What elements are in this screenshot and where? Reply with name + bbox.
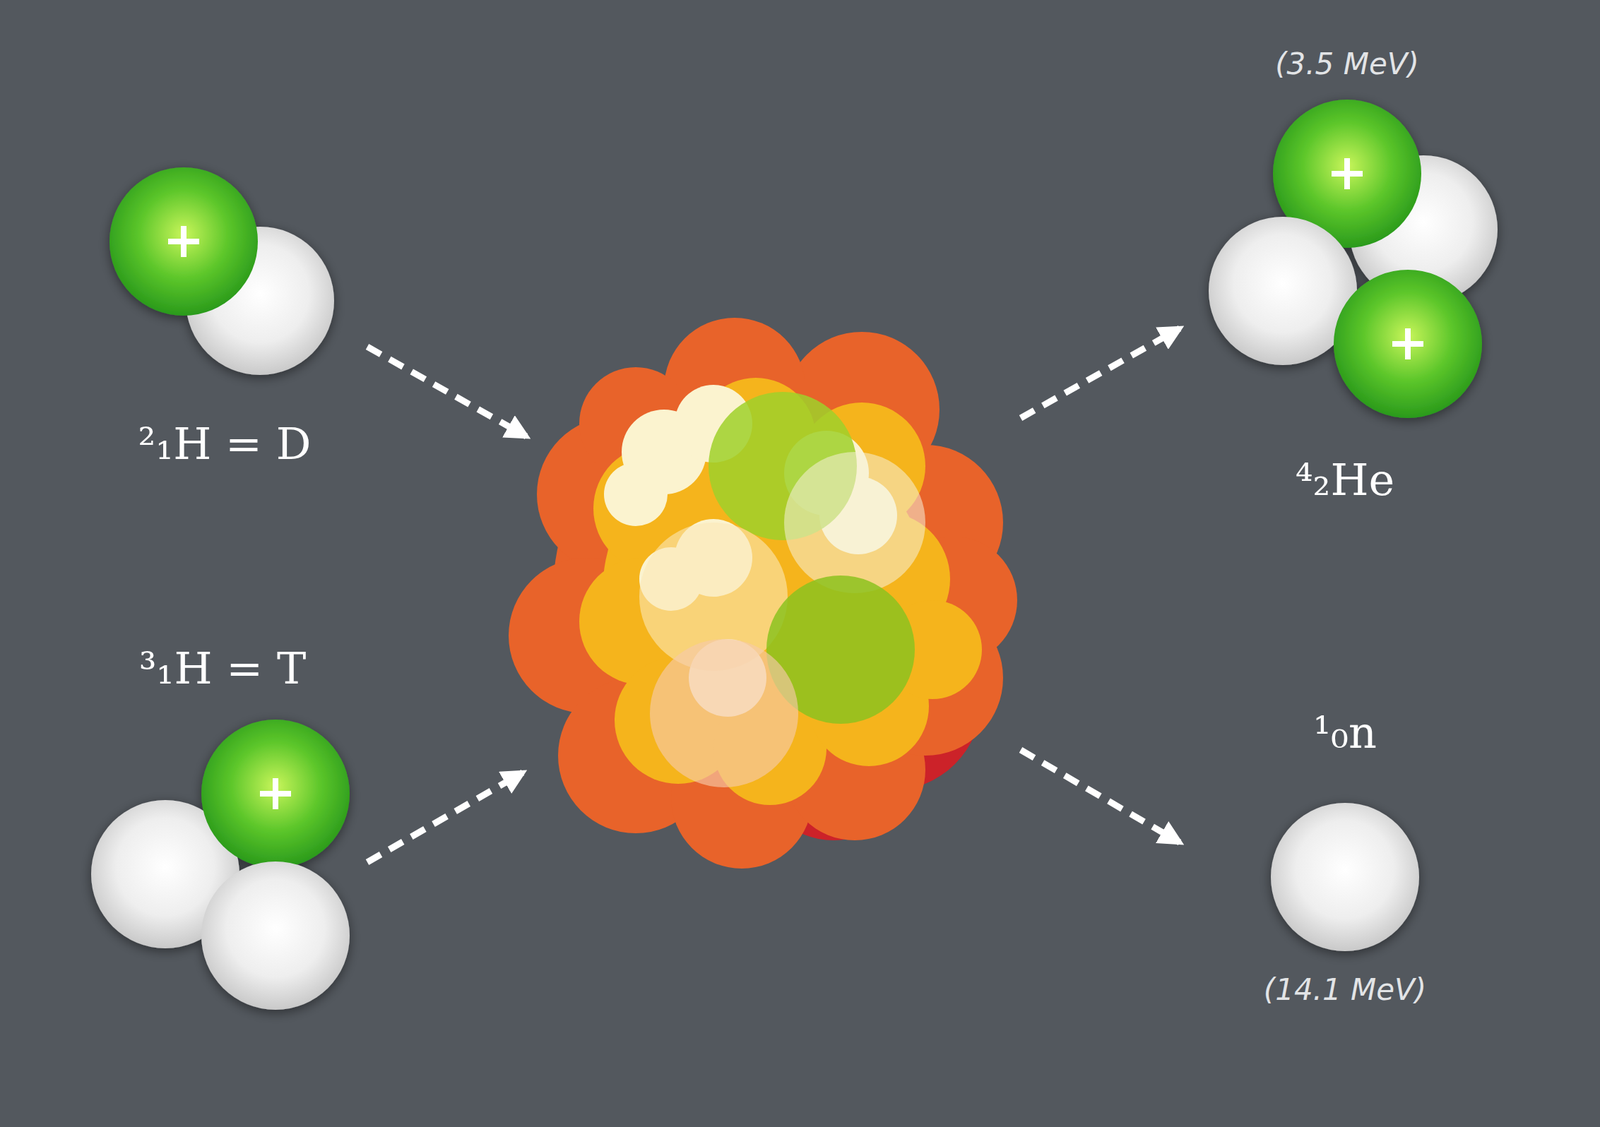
tritium-node: ³₁H = T [84, 635, 354, 1018]
dashed-arrow [1020, 750, 1180, 843]
nuclide-label: ³₁H = T [139, 642, 307, 695]
helium-node: (3.5 MeV) ⁴₂He [1193, 35, 1505, 523]
deuterium-nucleus [109, 167, 335, 376]
nuclide-label: ²₁H = D [138, 418, 312, 470]
dashed-arrow [367, 772, 523, 863]
energy-label: (3.5 MeV) [1275, 46, 1420, 82]
tritium-nucleus [91, 719, 350, 1011]
dashed-arrow [1020, 328, 1180, 419]
dashed-arrow [367, 346, 527, 437]
nuclide-label: ⁴₂He [1295, 454, 1395, 506]
reaction-arrows [367, 328, 1180, 863]
energy-label: (14.1 MeV) [1263, 972, 1427, 1008]
neutron-node: ¹₀n (14.1 MeV) [1257, 699, 1434, 1018]
fusion-explosion [508, 317, 1018, 869]
helium-nucleus [1208, 99, 1498, 419]
neutron [1270, 803, 1420, 952]
nuclide-label: ¹₀n [1313, 707, 1377, 759]
deuterium-node: ²₁H = D [98, 155, 354, 481]
